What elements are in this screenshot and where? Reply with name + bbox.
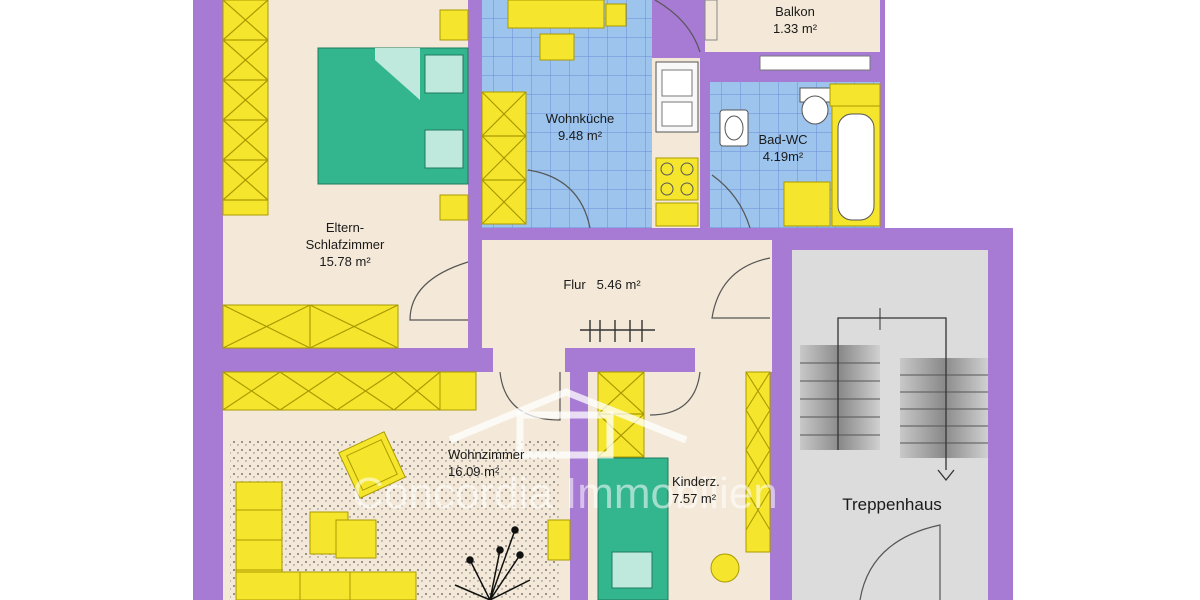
bathroom-area: 4.19m² <box>762 149 804 164</box>
hallway-area: 5.46 m² <box>596 277 641 292</box>
watermark-house <box>448 388 688 459</box>
pillow <box>424 129 464 169</box>
kitchen-label: Wohnküche 9.48 m² <box>530 110 630 144</box>
stove <box>655 157 699 201</box>
toilet <box>801 95 829 125</box>
hallway-name: Flur <box>563 277 586 292</box>
living-room-name: Wohnzimmer <box>448 447 525 462</box>
balcony-area: 1.33 m² <box>772 21 818 36</box>
bathroom-name: Bad-WC <box>758 132 808 147</box>
door-swing-bath <box>711 257 771 319</box>
nightstand <box>439 9 469 41</box>
kids-room-name: Kinderz. <box>672 474 720 489</box>
kids-chair <box>710 553 740 583</box>
balcony-label: Balkon 1.33 m² <box>752 3 838 37</box>
kids-room-area: 7.57 m² <box>672 491 717 506</box>
living-room-label: Wohnzimmer 16.09 m² <box>448 446 558 480</box>
bedroom-name-line2: Schlafzimmer <box>305 237 385 252</box>
bedroom-name-line1: Eltern- <box>325 220 365 235</box>
stair-path <box>837 317 947 470</box>
bath-cabinet <box>783 181 831 227</box>
plant <box>454 526 531 600</box>
bathroom-label: Bad-WC 4.19m² <box>752 131 814 165</box>
door-swing-kids <box>649 371 701 416</box>
balcony-name: Balkon <box>775 4 815 19</box>
living-room-area: 16.09 m² <box>448 464 500 479</box>
bedroom-label: Eltern- Schlafzimmer 15.78 m² <box>290 219 400 270</box>
balcony-floor <box>705 0 880 52</box>
chair <box>539 33 575 61</box>
pillow <box>424 54 464 94</box>
hallway-label: Flur 5.46 m² <box>542 276 662 293</box>
side-table <box>547 519 571 561</box>
page-background-right <box>1013 0 1200 600</box>
kids-room-label: Kinderz. 7.57 m² <box>672 473 752 507</box>
entrance-mark <box>580 320 655 342</box>
bedroom-area: 15.78 m² <box>319 254 371 269</box>
wall-unit <box>222 371 476 411</box>
staircase-flight <box>800 345 988 458</box>
door-swing-bedroom <box>409 261 469 321</box>
dining-table <box>507 0 605 29</box>
kids-shelf <box>745 371 771 553</box>
stairwell-door <box>859 524 941 600</box>
stairwell-label: Treppenhaus <box>812 496 972 513</box>
washbasin <box>719 109 749 147</box>
armchair <box>338 431 406 499</box>
nightstand <box>439 194 469 221</box>
watermark-text: Concordia Immobilien <box>352 469 778 518</box>
wardrobe <box>222 0 269 216</box>
kitchen-name: Wohnküche <box>545 111 615 126</box>
chair <box>605 3 627 27</box>
stairwell-name: Treppenhaus <box>842 495 942 514</box>
kitchen-area: 9.48 m² <box>557 128 603 143</box>
